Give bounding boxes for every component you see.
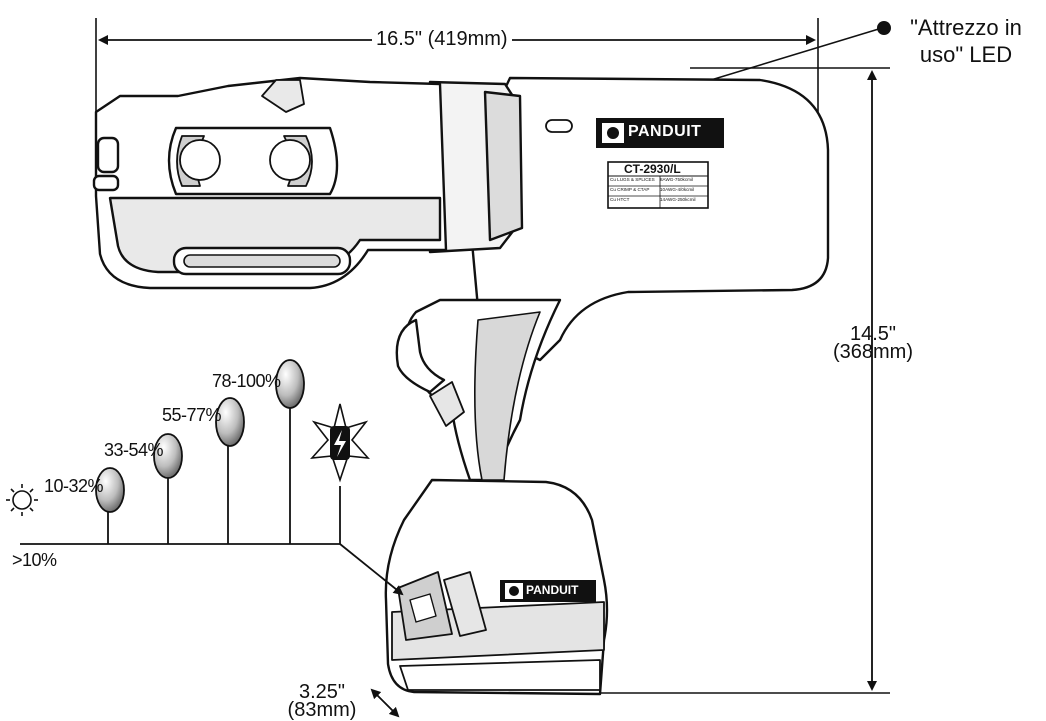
height-dimension-label: 14.5" (368mm) <box>826 323 920 363</box>
depth-dimension <box>370 688 400 718</box>
level-4-led <box>275 359 305 409</box>
model-row-2: Cu CRIMP & CTAP 10AWG-4/0kcmil <box>610 187 695 193</box>
low-battery-flash-icon <box>6 484 38 516</box>
brand-name-housing: PANDUIT <box>628 123 702 140</box>
led-callout-label: "Attrezzo in uso" LED <box>896 14 1036 68</box>
brand-name-battery: PANDUIT <box>526 583 579 597</box>
brand-logo-housing <box>596 118 724 148</box>
depth-mm: (83mm) <box>287 699 357 721</box>
model-row-1-range: 8AWG-750kcmil <box>660 177 694 182</box>
battery-level-bulbs <box>95 359 305 513</box>
height-mm: (368mm) <box>832 341 913 363</box>
battery-low-label: >10% <box>12 550 57 570</box>
motor-housing <box>468 76 830 362</box>
model-row-1-type: Cu LUGS & SPLICES <box>610 177 655 182</box>
battery-level-3-label: 55-77% <box>162 405 222 425</box>
height-dimension <box>600 67 890 694</box>
level-2-led <box>153 433 183 479</box>
model-row-1: Cu LUGS & SPLICES 8AWG-750kcmil <box>610 177 694 183</box>
thumb-switch <box>429 381 465 427</box>
model-row-3-type: Cu HTCT <box>610 197 630 202</box>
width-dimension-label: 16.5" (419mm) <box>372 29 512 49</box>
charge-warning-icon <box>310 403 370 483</box>
battery-level-diagram <box>20 406 404 596</box>
battery-level-2-label: 33-54% <box>104 440 164 460</box>
led-callout-line2: uso" LED <box>919 42 1013 67</box>
model-label <box>607 161 709 209</box>
model-row-3: Cu HTCT 14AWG-250kcmil <box>610 197 696 203</box>
model-number: CT-2930/L <box>624 162 681 176</box>
model-row-2-range: 10AWG-4/0kcmil <box>660 187 695 192</box>
level-3-led <box>215 397 245 447</box>
model-row-2-type: Cu CRIMP & CTAP <box>610 187 650 192</box>
crimping-tool <box>92 76 830 696</box>
depth-inches: 3.25" <box>298 681 346 703</box>
level-1-led <box>95 467 125 513</box>
height-inches: 14.5" <box>849 323 897 345</box>
brand-logo-battery <box>500 580 596 602</box>
battery-level-4-label: 78-100% <box>212 371 281 391</box>
led-callout-line1: "Attrezzo in <box>910 15 1022 40</box>
battery-level-1-label: 10-32% <box>44 476 104 496</box>
model-row-3-range: 14AWG-250kcmil <box>660 197 696 202</box>
trigger <box>395 318 446 394</box>
depth-dimension-label: 3.25" (83mm) <box>282 681 362 721</box>
led-indicator <box>545 119 573 133</box>
